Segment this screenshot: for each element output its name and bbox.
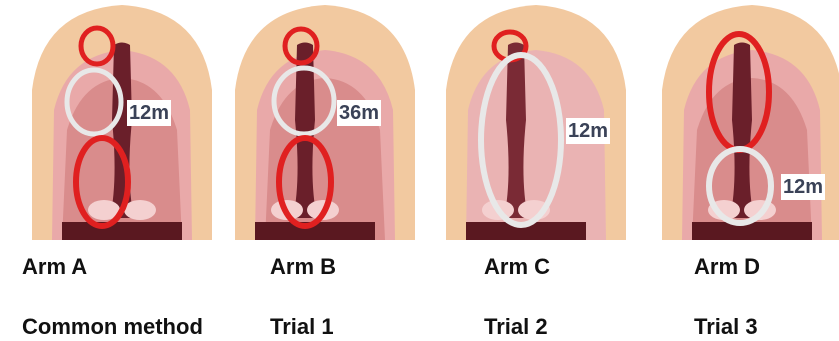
panel-arm-d: 12m — [652, 0, 839, 240]
palate-illustration-a — [22, 0, 222, 240]
time-label-b: 36m — [337, 100, 381, 126]
arm-label-b: Arm B — [270, 254, 336, 280]
panel-arm-c: 12m — [436, 0, 636, 240]
palate-illustration-b — [225, 0, 425, 240]
arm-label-c: Arm C — [484, 254, 550, 280]
trial-label-d: Trial 3 — [694, 314, 758, 340]
arm-label-d: Arm D — [694, 254, 760, 280]
trial-label-b: Trial 1 — [270, 314, 334, 340]
trial-label-a: Common method — [22, 314, 203, 340]
panel-arm-b: 36m — [225, 0, 425, 240]
time-label-c: 12m — [566, 118, 610, 144]
panel-arm-a: 12m — [22, 0, 222, 240]
time-label-a: 12m — [127, 100, 171, 126]
trial-label-c: Trial 2 — [484, 314, 548, 340]
arm-label-a: Arm A — [22, 254, 87, 280]
time-label-d: 12m — [781, 174, 825, 200]
palate-illustration-d — [652, 0, 839, 240]
